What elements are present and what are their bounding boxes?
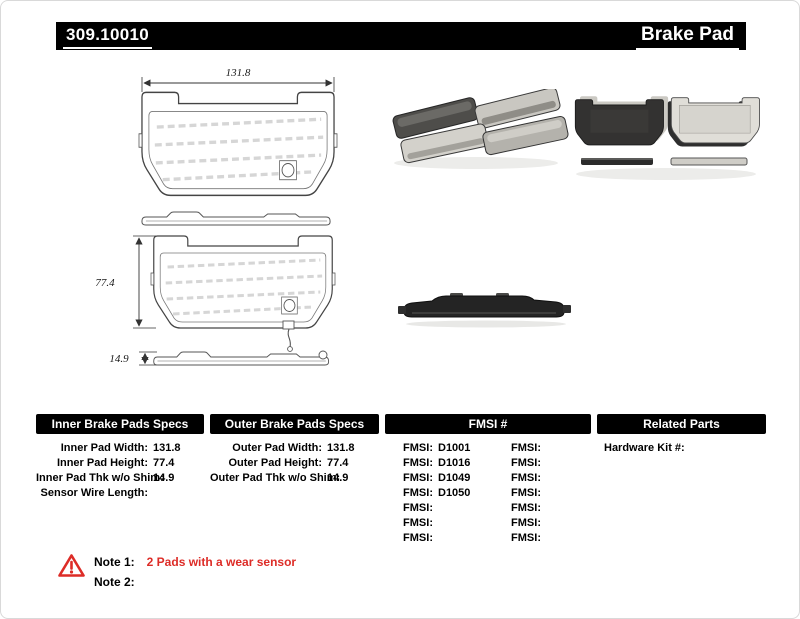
product-type-title: Brake Pad	[636, 23, 739, 50]
fmsi-label: FMSI:	[511, 502, 541, 514]
spec-label: Outer Pad Thk w/o Shim:	[210, 472, 341, 484]
fmsi-label: FMSI:	[511, 442, 541, 454]
warning-triangle-icon	[58, 554, 85, 577]
pad-front-drawing-1	[137, 90, 339, 198]
inner-specs-table: Inner Pad Width: 131.8 Inner Pad Height:…	[36, 441, 204, 500]
fmsi-table: FMSI: D1001 FMSI: FMSI: D1016 FMSI: FMSI…	[387, 441, 589, 545]
pad-photo-1	[392, 97, 479, 139]
photo-pad-edge	[398, 293, 571, 328]
width-dimension-label: 131.8	[226, 67, 251, 79]
technical-drawings: 131.8 77.4 14.9	[95, 67, 339, 366]
height-dimension-label: 77.4	[95, 277, 115, 289]
height-dimension: 77.4	[95, 235, 156, 329]
spec-value: 14.9	[153, 472, 175, 484]
pad-side-drawing-1	[141, 211, 331, 226]
spec-label: Inner Pad Height:	[56, 457, 148, 469]
fmsi-value	[438, 531, 492, 545]
outer-specs-header: Outer Brake Pads Specs	[210, 414, 379, 434]
fmsi-label: FMSI:	[403, 442, 433, 454]
shim-photo-2	[670, 157, 748, 166]
note-1-label: Note 1:	[94, 555, 135, 569]
spec-label: Inner Pad Width:	[60, 442, 148, 454]
pad-photo-4	[482, 115, 569, 156]
fmsi-label: FMSI:	[403, 457, 433, 469]
fmsi-label: FMSI:	[511, 472, 541, 484]
fmsi-header: FMSI #	[385, 414, 591, 434]
fmsi-value	[546, 486, 586, 500]
pad-side-drawing-2	[153, 350, 330, 366]
spec-label: Inner Pad Thk w/o Shim:	[36, 472, 164, 484]
fmsi-label: FMSI:	[511, 517, 541, 529]
spec-value: 14.9	[327, 472, 349, 484]
thickness-dimension: 14.9	[109, 351, 157, 366]
spec-value: 77.4	[327, 457, 349, 469]
fmsi-label: FMSI:	[403, 502, 433, 514]
fmsi-label: FMSI:	[403, 532, 433, 544]
spec-value: 131.8	[153, 442, 181, 454]
pad-edge-body	[403, 295, 565, 318]
fmsi-value	[546, 456, 586, 470]
fmsi-value: D1016	[438, 457, 471, 469]
header-bar: 309.10010 Brake Pad	[56, 22, 746, 50]
fmsi-label: FMSI:	[511, 457, 541, 469]
note-1-text: 2 Pads with a wear sensor	[146, 555, 297, 569]
fmsi-value: D1001	[438, 442, 471, 454]
wear-sensor-wire	[287, 328, 291, 348]
fmsi-label: FMSI:	[511, 532, 541, 544]
fmsi-label: FMSI:	[403, 472, 433, 484]
photo-pad-set	[392, 89, 569, 169]
fmsi-label: FMSI:	[403, 517, 433, 529]
wear-sensor	[282, 320, 295, 330]
fmsi-value: D1049	[438, 472, 471, 484]
spec-value: 77.4	[153, 457, 175, 469]
pad-photo-front	[667, 97, 760, 147]
fmsi-label: FMSI:	[403, 487, 433, 499]
note-1: Note 1: 2 Pads with a wear sensor	[94, 555, 296, 569]
fmsi-value	[438, 516, 492, 530]
related-parts-header: Related Parts	[597, 414, 766, 434]
spec-label: Outer Pad Height:	[228, 457, 322, 469]
photo-pad-pair	[574, 96, 760, 180]
note-2: Note 2:	[94, 575, 147, 589]
width-dimension: 131.8	[141, 67, 335, 92]
part-number: 309.10010	[63, 24, 153, 49]
outer-specs-table: Outer Pad Width: 131.8 Outer Pad Height:…	[210, 441, 379, 485]
pad-front-drawing-2	[149, 234, 337, 352]
fmsi-value	[546, 471, 586, 485]
fmsi-value: D1050	[438, 487, 471, 499]
inner-specs-header: Inner Brake Pads Specs	[36, 414, 204, 434]
note-2-label: Note 2:	[94, 575, 135, 589]
related-label: Hardware Kit #:	[604, 442, 685, 454]
spec-value: 131.8	[327, 442, 355, 454]
related-parts-table: Hardware Kit #:	[604, 442, 685, 454]
fmsi-value	[546, 531, 586, 545]
spec-label: Outer Pad Width:	[232, 442, 322, 454]
fmsi-value	[546, 441, 586, 455]
fmsi-label: FMSI:	[511, 487, 541, 499]
pad-photo-2	[474, 89, 561, 129]
fmsi-value	[546, 516, 586, 530]
pad-photo-back	[574, 96, 669, 146]
fmsi-value	[546, 501, 586, 515]
spec-label: Sensor Wire Length:	[40, 487, 148, 499]
fmsi-value	[438, 501, 492, 515]
spec-value	[153, 486, 204, 500]
thickness-dimension-label: 14.9	[109, 353, 129, 365]
